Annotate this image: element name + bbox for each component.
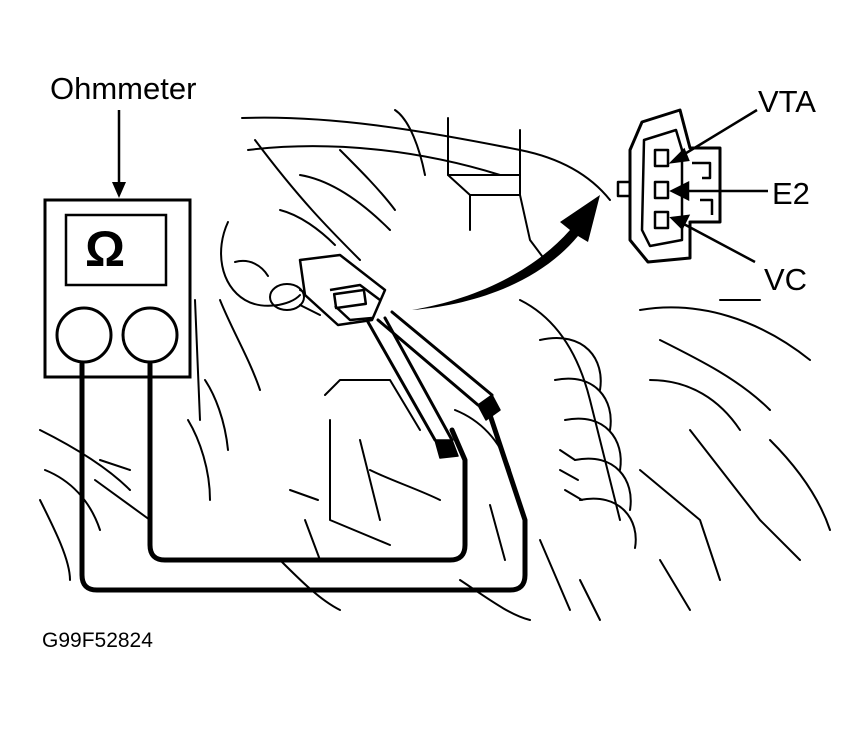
terminal-label-e2: E2 [772,176,810,211]
pin-vta [653,148,670,168]
pin-vc [653,210,670,230]
connector-icon [616,108,722,264]
sensor-connector [298,253,387,327]
terminal-label-vc: VC [764,262,808,297]
meter-display [64,213,168,287]
ohmmeter-label: Ohmmeter [50,71,197,106]
ohmmeter-icon [43,198,192,379]
engine-background [39,109,831,621]
pin-e2 [653,180,670,200]
terminal-label-vta: VTA [758,84,816,119]
figure-code: G99F52824 [42,629,153,652]
terminal-leaders [668,108,768,264]
meter-pointer-arrow [112,110,126,198]
curved-arrow-icon [412,195,600,310]
meter-jack-left [55,306,113,364]
ohm-symbol: Ω [85,221,126,277]
test-leads [79,310,528,593]
